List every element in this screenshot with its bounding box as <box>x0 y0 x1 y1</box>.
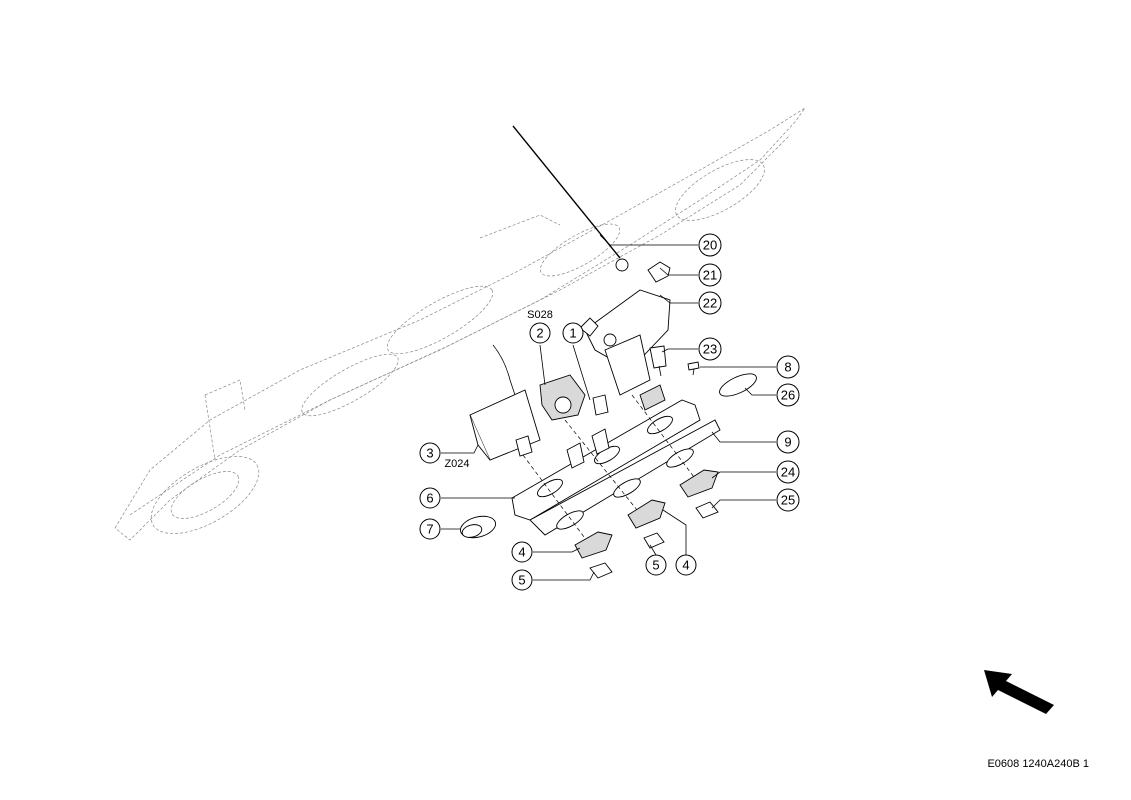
screw-part <box>687 361 700 376</box>
callout-4-left: 4 <box>511 541 533 563</box>
insert-part-right <box>695 501 719 519</box>
callout-21: 21 <box>698 263 722 287</box>
callout-label: 21 <box>703 268 717 283</box>
callout-2: 2 <box>529 322 551 344</box>
dashboard-ghost-outline <box>114 107 806 541</box>
callout-label: 20 <box>703 238 717 253</box>
callout-label: 4 <box>518 545 525 560</box>
callout-label: 24 <box>781 465 795 480</box>
callout-4-middle: 4 <box>675 554 697 576</box>
callout-label: 5 <box>518 573 525 588</box>
callout-1: 1 <box>562 322 584 344</box>
callout-24: 24 <box>776 460 800 484</box>
callout-label: 3 <box>426 446 433 461</box>
ring-part <box>719 373 757 397</box>
assembly-axes <box>522 394 701 546</box>
callout-7: 7 <box>419 518 441 540</box>
cap-part <box>459 515 497 539</box>
annotation-s028: S028 <box>527 309 553 321</box>
callout-label: 5 <box>652 558 659 573</box>
callout-3: 3 <box>419 442 441 464</box>
callout-5-left: 5 <box>511 569 533 591</box>
callout-22: 22 <box>698 291 722 315</box>
callout-label: 4 <box>682 558 689 573</box>
callout-9: 9 <box>776 430 800 454</box>
callout-6: 6 <box>419 487 441 509</box>
annotation-z024: Z024 <box>444 458 469 470</box>
callout-label: 25 <box>781 493 795 508</box>
callout-label: 1 <box>569 326 576 341</box>
callout-label: 9 <box>784 435 791 450</box>
leader-lines <box>441 234 776 581</box>
callout-label: 22 <box>703 296 717 311</box>
knob-part-middle <box>627 499 666 529</box>
callout-label: 7 <box>426 522 433 537</box>
connector-part <box>649 345 667 377</box>
callout-label: 2 <box>536 326 543 341</box>
front-panel-part <box>511 399 701 521</box>
callout-label: 23 <box>703 342 717 357</box>
rotary-switch-part <box>539 374 586 421</box>
callout-label: 8 <box>784 360 791 375</box>
callout-20: 20 <box>698 233 722 257</box>
insert-part-left <box>589 562 613 579</box>
callout-label: 26 <box>781 388 795 403</box>
switch-part <box>592 394 609 416</box>
arrow-icon <box>984 670 1054 714</box>
cable-part <box>512 125 629 272</box>
callout-label: 6 <box>426 491 433 506</box>
callout-23: 23 <box>698 337 722 361</box>
insert-part-middle <box>643 532 665 549</box>
callout-5-middle: 5 <box>645 554 667 576</box>
callout-26: 26 <box>776 383 800 407</box>
callout-25: 25 <box>776 488 800 512</box>
knob-part-left <box>574 531 613 559</box>
control-unit-part <box>604 334 666 411</box>
reference-code: E0608 1240A240B 1 <box>987 758 1089 770</box>
callout-8: 8 <box>776 355 800 379</box>
clip-part <box>647 261 671 283</box>
knob-part-right <box>679 469 719 498</box>
actuator-part <box>469 344 541 461</box>
